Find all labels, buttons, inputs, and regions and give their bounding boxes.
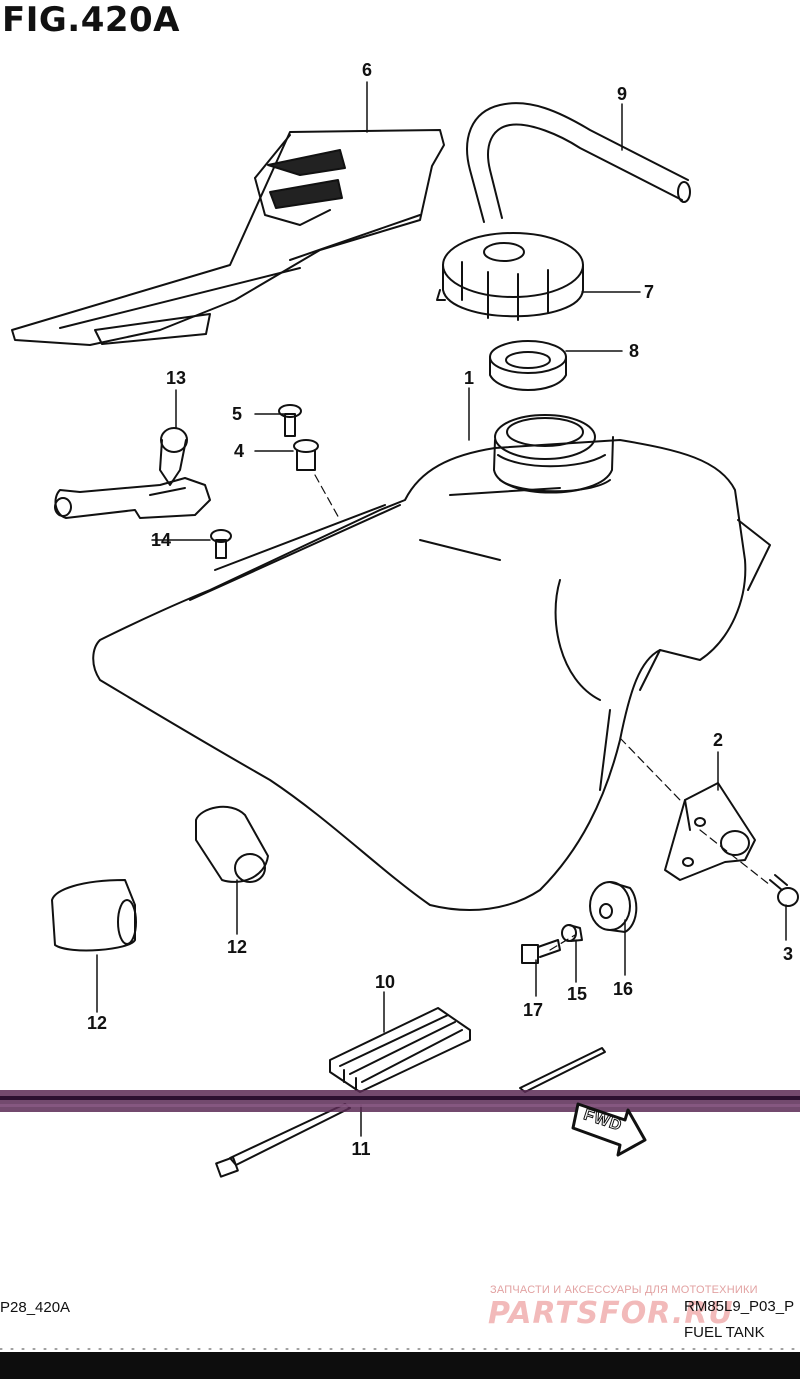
bolt-3 — [769, 874, 799, 907]
cushion-12b — [51, 879, 137, 952]
watermark-tagline: ЗАПЧАСТИ И АКСЕССУАРЫ ДЛЯ МОТОТЕХНИКИ — [490, 1284, 758, 1296]
callout-16: 16 — [612, 979, 634, 999]
callout-11: 11 — [351, 1139, 371, 1159]
fwd-arrow — [571, 1102, 647, 1157]
cap-gasket — [489, 340, 567, 391]
callout-3: 3 — [782, 944, 793, 964]
scan-distortion-band — [0, 1090, 800, 1112]
footer-part-name: FUEL TANK — [684, 1324, 765, 1341]
watermark-logo: PARTSFOR.RU — [488, 1296, 734, 1331]
figure-title: FIG.420A — [2, 0, 180, 40]
vent-hose — [466, 102, 691, 223]
cushion-12a — [195, 805, 269, 883]
callout-12a: 12 — [226, 937, 248, 957]
bolt-17 — [521, 939, 561, 964]
tank-bracket — [54, 427, 211, 519]
callout-1: 1 — [463, 368, 474, 388]
footer-model-code: RM85L9_P03_P — [684, 1298, 795, 1315]
callout-12b: 12 — [86, 1013, 108, 1033]
pad-10 — [329, 1007, 471, 1093]
callout-8: 8 — [628, 341, 639, 361]
callout-9: 9 — [616, 84, 627, 104]
callout-5: 5 — [231, 404, 242, 424]
callout-4: 4 — [233, 441, 244, 461]
fuel-tank — [92, 414, 771, 911]
callout-15: 15 — [566, 984, 588, 1004]
callout-10: 10 — [374, 972, 396, 992]
callout-6: 6 — [361, 60, 372, 80]
callout-13: 13 — [165, 368, 187, 388]
callout-14: 14 — [150, 530, 172, 550]
footer-figure-code: P28_420A — [0, 1299, 71, 1316]
callout-2: 2 — [712, 730, 723, 750]
bolt-5 — [278, 404, 302, 437]
callout-17: 17 — [522, 1000, 544, 1020]
side-cover-panel — [11, 129, 445, 346]
fuel-cap — [436, 232, 584, 321]
leader-lines — [96, 81, 787, 1137]
damper-16 — [589, 881, 638, 933]
rear-bracket — [664, 782, 756, 881]
collar-15 — [561, 924, 583, 942]
callout-7: 7 — [643, 282, 654, 302]
assembly-dash-lines — [314, 474, 771, 951]
screw-14 — [210, 529, 232, 559]
collar-4 — [293, 439, 319, 471]
bottom-black-bar — [0, 1352, 800, 1379]
